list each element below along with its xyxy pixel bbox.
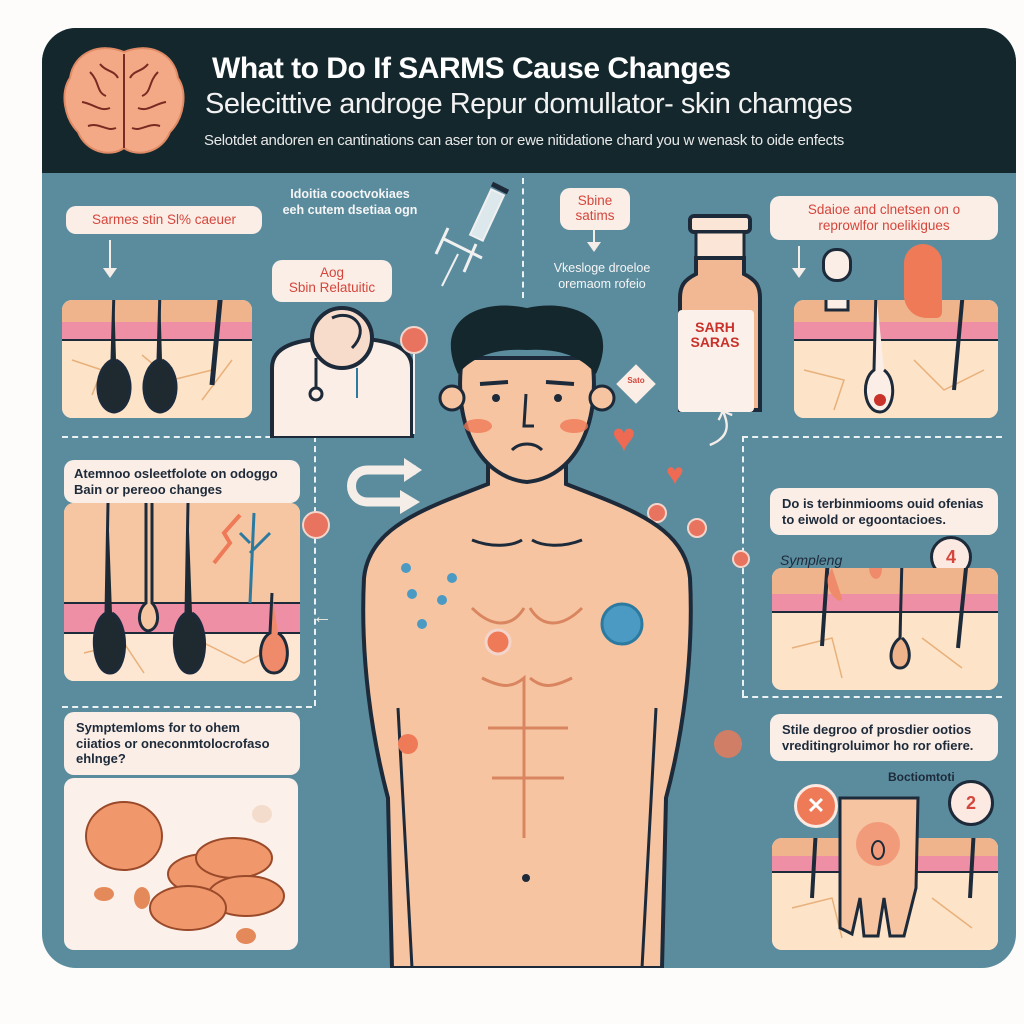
label-mid-right: Do is terbinmiooms ouid ofenias to eiwol… [770,488,998,536]
label-line: reprowlfor noelikigues [818,218,950,234]
label-skin-settings: Sbine satims [560,188,630,230]
symptoms-label: Sympleng [780,552,843,568]
pimple-icon [302,511,330,539]
ointment-drop-icon [904,244,942,318]
heart-icon: ♥ [612,416,636,460]
close-x-icon: ✕ [794,784,838,828]
syringe-icon [422,178,512,288]
vial-label-line: SARH [695,319,735,335]
heart-icon: ♥ [666,458,684,491]
label-top-left: Sarmes stin Sl% caeuer [66,206,262,235]
pills-icon [85,801,285,944]
caption-bottom-right: Boctiomtoti [888,770,955,784]
page-title: What to Do If SARMS Cause Changes [212,52,731,85]
divider [62,436,312,438]
divider [522,178,524,298]
divider [314,436,316,706]
label-line: satims [575,207,615,223]
vial-label-line: SARAS [690,334,740,351]
skin-cross-section-3 [64,503,300,681]
diamond-text: Sato [627,376,645,385]
brain-icon [60,42,188,160]
skin-cross-section-4 [772,568,998,690]
label-bottom-right: Stile degroo of prosdier ootios vreditin… [770,714,998,762]
skin-lesion-icon [400,326,428,354]
doctor-icon [262,298,422,438]
header-banner: What to Do If SARMS Cause Changes Seleci… [42,28,1016,173]
note-line: eeh cutem dsetiaa ogn [282,203,418,218]
arrow-down-icon [792,246,806,278]
divider [742,436,1002,438]
vial-label: SARH SARAS [682,319,748,351]
man-figure [312,278,742,968]
infographic-panel: What to Do If SARMS Cause Changes Seleci… [42,28,1016,968]
label-top-right: Sdaioe and clnetsen on o reprowlfor noel… [770,196,998,241]
note-line: oremaom rofeio [558,277,646,292]
note-line: Vkesloge droeloe [553,261,651,275]
label-line: Sdaioe and clnetsen on o [807,202,961,217]
skin-cross-section-1 [62,300,252,418]
arrow-down-icon [103,240,117,278]
supplement-pills-card [64,778,298,950]
arrow-down-icon [587,224,601,252]
arrow-left-icon: ← [312,606,332,628]
pimple-icon [687,518,707,538]
note-white-1: Idoitia cooctvokiaes eeh cutem dsetiaa o… [260,186,440,219]
note-line: Idoitia cooctvokiaes [290,187,410,201]
hand-icon [834,788,924,940]
label-line: Sbine [577,193,613,208]
divider [742,696,1002,698]
skin-cross-section-2 [794,300,998,418]
label-line: Sbin Relatuitic [288,279,376,295]
label-bottom-left: Symptemloms for to ohem ciiatios or onec… [64,712,300,775]
divider [62,706,312,708]
label-line: Aog [319,265,345,280]
sarms-vial-icon: SARH SARAS [676,214,766,414]
step-badge-2: 2 [948,780,994,826]
connector-line [413,354,415,434]
cycle-arrows-icon [338,456,428,516]
label-skin-relations: Aog Sbin Relatuitic [272,260,392,302]
label-mid-left: Atemnoo osleetfolote on odoggo Bain or p… [64,460,300,504]
pimple-icon [647,503,667,523]
page-subtitle: Selecittive androge Repur domullator- sk… [205,88,853,120]
note-vial: Vkesloge droeloe oremaom rofeio [522,260,682,293]
pimple-icon [732,550,750,568]
page-description: Selotdet andoren en cantinations can ase… [204,132,844,149]
applicator-icon [822,248,852,282]
